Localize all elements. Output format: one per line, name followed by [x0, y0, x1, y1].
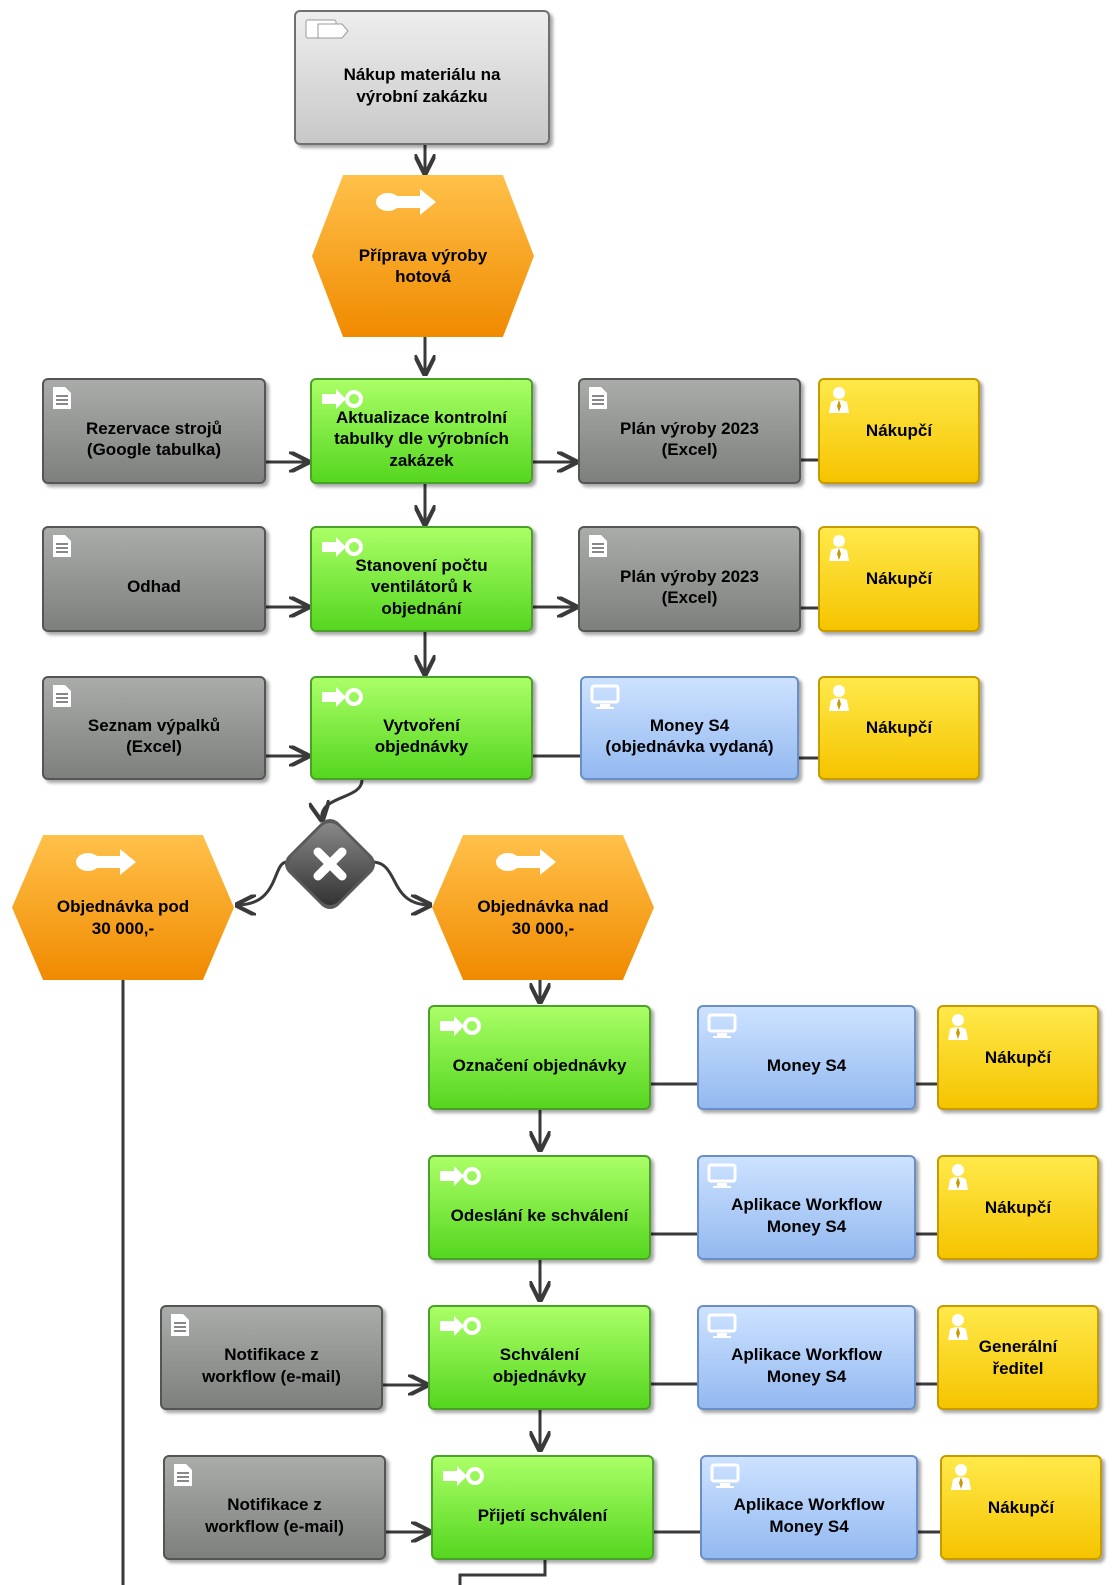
function-label: Označení objednávky [452, 1055, 627, 1075]
function-5[interactable]: Odeslání ke schválení [428, 1155, 651, 1260]
function-icon [440, 1316, 481, 1336]
document-icon [53, 685, 71, 707]
input-document-1[interactable]: Rezervace strojů (Google tabulka) [42, 378, 266, 484]
input-document-2[interactable]: Odhad [42, 526, 266, 632]
document-icon [589, 387, 607, 409]
event-under-label: Objednávka pod 30 000,- [56, 897, 190, 938]
role-label: Nákupčí [984, 1047, 1052, 1067]
role-3[interactable]: Nákupčí [818, 676, 980, 780]
function-6[interactable]: Schválení objednávky [428, 1305, 651, 1410]
event-arrow-icon [376, 189, 437, 215]
function-icon [322, 537, 363, 557]
person-icon [829, 535, 849, 561]
output-document-2[interactable]: Plán výroby 2023 (Excel) [578, 526, 801, 632]
event-arrow-icon [496, 849, 557, 875]
system-2[interactable]: Money S4 [697, 1005, 916, 1110]
input-document-label: Rezervace strojů (Google tabulka) [85, 418, 223, 459]
function-4[interactable]: Označení objednávky [428, 1005, 651, 1110]
output-document-1[interactable]: Plán výroby 2023 (Excel) [578, 378, 801, 484]
document-icon [171, 1314, 189, 1336]
system-label: Aplikace Workflow Money S4 [733, 1495, 885, 1536]
computer-icon [707, 1163, 737, 1188]
function-1[interactable]: Aktualizace kontrolní tabulky dle výrobn… [310, 378, 533, 484]
role-1[interactable]: Nákupčí [818, 378, 980, 484]
function-icon [440, 1016, 481, 1036]
xor-gateway[interactable] [282, 818, 378, 910]
event-start-label: Příprava výroby hotová [358, 245, 488, 286]
document-icon [53, 387, 71, 409]
output-document-label: Plán výroby 2023 (Excel) [620, 418, 759, 459]
event-start[interactable]: Příprava výroby hotová [312, 175, 534, 337]
event-under-30000[interactable]: Objednávka pod 30 000,- [12, 835, 234, 980]
input-document-label: Odhad [127, 577, 181, 597]
system-label: Aplikace Workflow Money S4 [731, 1345, 882, 1386]
document-icon [174, 1464, 192, 1486]
input-document-label: Notifikace z workflow (e-mail) [205, 1495, 344, 1536]
input-document-4[interactable]: Notifikace z workflow (e-mail) [160, 1305, 383, 1410]
function-3[interactable]: Vytvoření objednávky [310, 676, 533, 780]
input-document-5[interactable]: Notifikace z workflow (e-mail) [163, 1455, 386, 1560]
function-2[interactable]: Stanovení počtu ventilátorů k objednání [310, 526, 533, 632]
function-label: Stanovení počtu ventilátorů k objednání [355, 556, 488, 618]
system-label: Money S4 [766, 1055, 847, 1075]
function-label: Přijetí schválení [477, 1505, 608, 1525]
function-label: Schválení objednávky [492, 1345, 587, 1386]
system-4[interactable]: Aplikace Workflow Money S4 [697, 1305, 916, 1410]
event-over-label: Objednávka nad 30 000,- [477, 897, 609, 938]
role-label: Nákupčí [865, 718, 933, 738]
event-over-30000[interactable]: Objednávka nad 30 000,- [432, 835, 654, 980]
process-interface-label: Nákup materiálu na výrobní zakázku [343, 65, 501, 106]
function-label: Odeslání ke schválení [450, 1205, 629, 1225]
input-document-label: Notifikace z workflow (e-mail) [202, 1345, 341, 1386]
process-interface-node[interactable]: Nákup materiálu na výrobní zakázku [294, 10, 550, 145]
input-document-3[interactable]: Seznam výpalků (Excel) [42, 676, 266, 780]
system-5[interactable]: Aplikace Workflow Money S4 [700, 1455, 918, 1560]
role-2[interactable]: Nákupčí [818, 526, 980, 632]
system-label: Aplikace Workflow Money S4 [731, 1195, 882, 1236]
system-label: Money S4 (objednávka vydaná) [605, 715, 774, 756]
person-icon [951, 1464, 971, 1490]
computer-icon [707, 1013, 737, 1038]
role-7[interactable]: Nákupčí [940, 1455, 1102, 1560]
function-icon [443, 1466, 484, 1486]
role-label: Nákupčí [984, 1197, 1052, 1217]
role-5[interactable]: Nákupčí [937, 1155, 1099, 1260]
function-icon [322, 687, 363, 707]
event-arrow-icon [76, 849, 137, 875]
person-icon [948, 1014, 968, 1040]
flow-arrow [371, 860, 430, 905]
person-icon [948, 1314, 968, 1340]
person-icon [948, 1164, 968, 1190]
document-icon [589, 535, 607, 557]
computer-icon [710, 1463, 740, 1488]
person-icon [829, 685, 849, 711]
function-7[interactable]: Přijetí schválení [431, 1455, 654, 1560]
function-icon [322, 389, 363, 409]
computer-icon [707, 1313, 737, 1338]
role-4[interactable]: Nákupčí [937, 1005, 1099, 1110]
flow-line [458, 1560, 547, 1585]
document-icon [53, 535, 71, 557]
computer-icon [590, 684, 620, 709]
role-label: Nákupčí [865, 421, 933, 441]
role-label: Nákupčí [865, 569, 933, 589]
role-label: Nákupčí [987, 1497, 1055, 1517]
person-icon [829, 387, 849, 413]
process-interface-icon [305, 19, 349, 39]
role-6[interactable]: Generální ředitel [937, 1305, 1099, 1410]
system-3[interactable]: Aplikace Workflow Money S4 [697, 1155, 916, 1260]
function-label: Aktualizace kontrolní tabulky dle výrobn… [334, 408, 509, 470]
output-document-label: Plán výroby 2023 (Excel) [620, 566, 759, 607]
input-document-label: Seznam výpalků (Excel) [87, 715, 221, 756]
flow-arrow [322, 779, 364, 820]
role-label: Generální ředitel [978, 1337, 1058, 1378]
function-icon [440, 1166, 481, 1186]
flow-arrow [237, 860, 288, 905]
function-label: Vytvoření objednávky [374, 715, 469, 756]
system-1[interactable]: Money S4 (objednávka vydaná) [580, 676, 799, 780]
x-gateway-icon [313, 847, 347, 881]
